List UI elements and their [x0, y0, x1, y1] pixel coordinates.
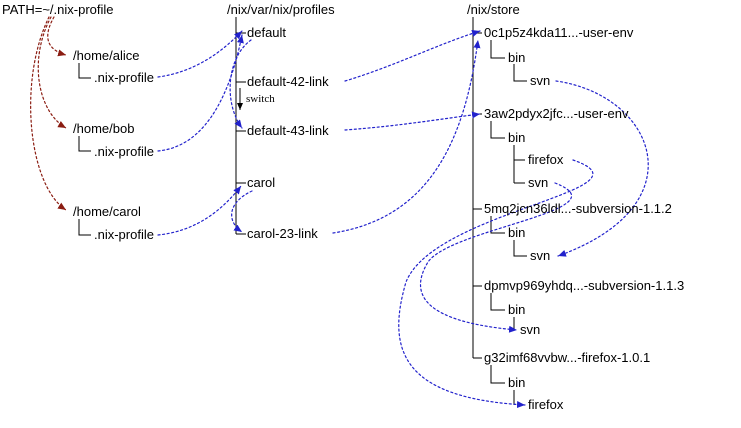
arrow-42-link-to-userenv1	[344, 30, 481, 82]
arrow-path-to-bob-home	[37, 16, 67, 129]
carol-nix-profile-label: .nix-profile	[94, 227, 154, 242]
store-firefox101-firefox-label: firefox	[528, 397, 564, 412]
store-userenv1-label: 0c1p5z4kda11...-user-env	[484, 25, 634, 40]
arrow-path-to-carol-home	[30, 16, 67, 211]
switch-label: switch	[246, 93, 275, 105]
store-userenv2-firefox-label: firefox	[528, 152, 564, 167]
profile-default-42-link-label: default-42-link	[247, 74, 329, 89]
profiles-root-label: /nix/var/nix/profiles	[227, 2, 335, 17]
arrow-carol-to-23-link	[231, 190, 253, 233]
arrow-43-link-to-userenv2	[344, 111, 481, 131]
store-root-label: /nix/store	[467, 2, 520, 17]
arrow-bob-profile-to-default	[157, 34, 244, 152]
profile-carol-label: carol	[247, 175, 276, 190]
profile-default-label: default	[247, 25, 287, 40]
alice-nix-profile-label: .nix-profile	[94, 70, 154, 85]
store-firefox101-bin-label: bin	[508, 375, 526, 390]
home-bob-label: /home/bob	[73, 121, 135, 136]
arrow-default-to-43-link	[229, 39, 252, 129]
arrow-path-to-alice-home	[47, 16, 67, 57]
profile-carol-23-link-label: carol-23-link	[247, 226, 318, 241]
store-subversion112-bin-label: bin	[508, 225, 526, 240]
store-userenv2-svn-label: svn	[528, 175, 549, 190]
arrow-userenv2-svn-to-subversion113	[419, 182, 573, 333]
store-firefox101-label: g32imf68vvbw...-firefox-1.0.1	[484, 350, 651, 365]
store-userenv2-bin-label: bin	[508, 130, 526, 145]
store-subversion112-label: 5mq2jcn36ldl...-subversion-1.1.2	[484, 201, 672, 216]
arrow-userenv1-svn-to-subversion112	[555, 80, 649, 257]
profile-default-43-link-label: default-43-link	[247, 123, 329, 138]
store-userenv1-svn-label: svn	[530, 73, 551, 88]
store-userenv1-bin-label: bin	[508, 50, 526, 65]
store-subversion113-bin-label: bin	[508, 302, 526, 317]
store-subversion112-svn-label: svn	[530, 248, 551, 263]
store-subversion113-label: dpmvp969yhdq...-subversion-1.1.3	[484, 278, 685, 293]
bob-nix-profile-label: .nix-profile	[94, 144, 154, 159]
arrow-carol-profile-to-carol	[157, 185, 242, 236]
home-alice-label: /home/alice	[73, 48, 140, 63]
arrow-23-link-to-userenv1	[332, 39, 481, 234]
store-userenv2-label: 3aw2pdyx2jfc...-user-env	[484, 106, 629, 121]
arrow-userenv2-firefox-to-firefox101	[398, 159, 594, 409]
store-subversion113-svn-label: svn	[520, 322, 541, 337]
home-carol-label: /home/carol	[73, 204, 141, 219]
home-tree-connectors	[78, 63, 91, 236]
path-env-label: PATH=~/.nix-profile	[2, 2, 114, 17]
arrow-alice-profile-to-default	[157, 30, 243, 78]
